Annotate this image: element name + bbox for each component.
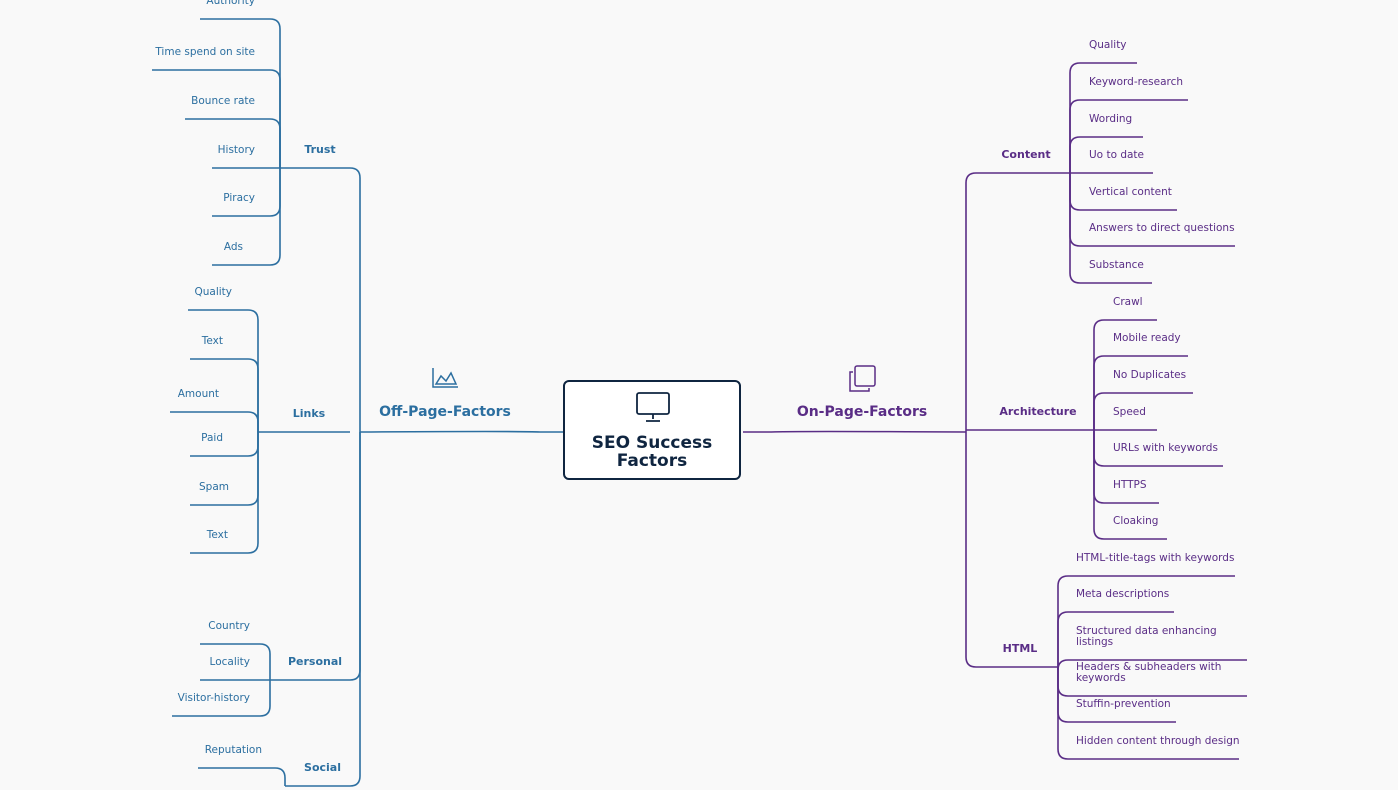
connector-html-0 <box>1057 575 1235 667</box>
connector-html-5 <box>1057 667 1239 760</box>
leaf-trust-time-spend-on-site[interactable]: Time spend on site <box>154 46 255 58</box>
leaf-content-vertical-content[interactable]: Vertical content <box>1089 186 1172 198</box>
leaf-trust-bounce-rate[interactable]: Bounce rate <box>191 95 255 107</box>
leaf-architecture-crawl[interactable]: Crawl <box>1113 296 1143 308</box>
connector-personal-2 <box>172 680 271 717</box>
off-page-factors-title[interactable]: Off-Page-Factors <box>379 404 511 420</box>
leaf-content-substance[interactable]: Substance <box>1089 259 1144 271</box>
leaf-architecture-speed[interactable]: Speed <box>1113 406 1146 418</box>
connector-content-6 <box>1069 173 1152 284</box>
connector-center-right <box>743 430 967 433</box>
leaf-architecture-urls-with-keywords[interactable]: URLs with keywords <box>1113 442 1218 454</box>
leaf-html-stuffin-prevention[interactable]: Stuffin-prevention <box>1076 698 1171 710</box>
leaf-content-wording[interactable]: Wording <box>1089 113 1132 125</box>
connector-personal-0 <box>200 643 271 680</box>
leaf-content-answers-to-direct-questions[interactable]: Answers to direct questions <box>1089 222 1235 234</box>
connector-architecture-0 <box>1093 319 1157 430</box>
leaf-personal-visitor-history[interactable]: Visitor-history <box>178 692 250 704</box>
connector-center-left <box>359 430 563 433</box>
connector-left-trunk-personal <box>349 432 361 681</box>
leaf-html-html-title-tags-with-keywords[interactable]: HTML-title-tags with keywords <box>1076 552 1234 564</box>
connector-content-2 <box>1069 136 1143 173</box>
leaf-personal-country[interactable]: Country <box>208 620 250 632</box>
connector-trust-1 <box>152 69 281 168</box>
connector-architecture-6 <box>1093 430 1167 540</box>
leaf-links-spam[interactable]: Spam <box>199 481 229 493</box>
group-social[interactable]: Social <box>304 761 341 774</box>
leaf-personal-locality[interactable]: Locality <box>210 656 250 668</box>
connector-trust-2 <box>185 118 281 168</box>
group-links[interactable]: Links <box>293 407 326 420</box>
leaf-html-meta-descriptions[interactable]: Meta descriptions <box>1076 588 1169 600</box>
group-html[interactable]: HTML <box>1003 642 1038 655</box>
group-trust[interactable]: Trust <box>304 143 335 156</box>
connector-architecture-1 <box>1093 355 1188 430</box>
leaf-links-amount[interactable]: Amount <box>178 388 219 400</box>
on-page-factors-title[interactable]: On-Page-Factors <box>797 404 927 420</box>
leaf-content-keyword-research[interactable]: Keyword-research <box>1089 76 1183 88</box>
central-topic-title: SEO Success Factors <box>591 433 713 471</box>
leaf-content-quality[interactable]: Quality <box>1089 39 1127 51</box>
connector-links-1 <box>190 358 259 432</box>
connectors <box>152 18 1247 787</box>
connector-left-trunk-up <box>349 167 361 432</box>
leaf-links-text[interactable]: Text <box>206 529 228 541</box>
monitor-icon <box>636 392 670 422</box>
connector-content-1 <box>1069 99 1188 173</box>
central-topic[interactable]: SEO Success Factors <box>563 380 741 480</box>
group-content[interactable]: Content <box>1001 148 1050 161</box>
connector-right-trunk-down <box>965 432 977 668</box>
connector-links-5 <box>190 432 259 554</box>
leaf-links-paid[interactable]: Paid <box>201 432 223 444</box>
leaf-architecture-https[interactable]: HTTPS <box>1113 479 1147 491</box>
leaf-architecture-no-duplicates[interactable]: No Duplicates <box>1113 369 1186 381</box>
leaf-links-text[interactable]: Text <box>201 335 223 347</box>
connector-trust-5 <box>212 168 281 266</box>
group-personal[interactable]: Personal <box>288 655 342 668</box>
leaf-trust-history[interactable]: History <box>218 144 255 156</box>
leaf-links-quality[interactable]: Quality <box>194 286 232 298</box>
leaf-architecture-cloaking[interactable]: Cloaking <box>1113 515 1158 527</box>
connector-left-trunk-down <box>349 432 361 787</box>
connector-trust-0 <box>200 18 281 168</box>
leaf-html-hidden-content-through-design[interactable]: Hidden content through design <box>1076 735 1240 747</box>
leaf-trust-ads[interactable]: Ads <box>224 241 243 253</box>
leaf-content-uo-to-date[interactable]: Uo to date <box>1089 149 1144 161</box>
leaf-social-reputation[interactable]: Reputation <box>205 744 262 756</box>
connector-links-0 <box>188 309 259 432</box>
connector-social-0 <box>198 767 286 786</box>
leaf-trust-piracy[interactable]: Piracy <box>223 192 255 204</box>
connector-right-trunk-up <box>965 172 977 432</box>
leaf-trust-authority[interactable]: Authority <box>206 0 255 7</box>
leaf-architecture-mobile-ready[interactable]: Mobile ready <box>1113 332 1181 344</box>
group-architecture[interactable]: Architecture <box>999 405 1076 418</box>
copy-pages-icon <box>849 365 876 392</box>
area-chart-icon <box>432 368 458 388</box>
connector-html-1 <box>1057 611 1174 667</box>
connector-content-0 <box>1069 62 1137 173</box>
connector-architecture-2 <box>1093 392 1193 430</box>
connector-links-2 <box>170 411 259 432</box>
